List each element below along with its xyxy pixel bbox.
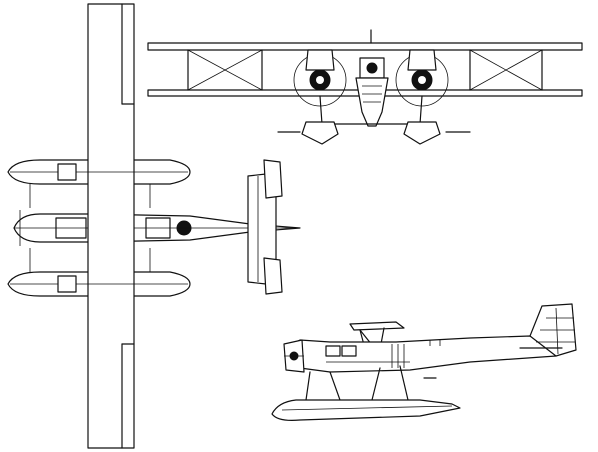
front-engine-right [395, 49, 449, 107]
plan-tailplane [247, 159, 283, 295]
side-view [271, 303, 577, 421]
side-fuselage-panel [391, 340, 441, 368]
side-windows [325, 345, 410, 363]
side-engine [283, 339, 305, 373]
front-struts [187, 49, 543, 91]
front-view [147, 29, 583, 145]
side-float-struts [305, 365, 409, 401]
front-upper-wing [147, 42, 583, 51]
side-float-chine [281, 405, 453, 411]
side-float [271, 399, 461, 421]
plan-fuselage [13, 210, 301, 246]
front-fuselage [355, 29, 389, 127]
side-tail-fin [519, 303, 577, 357]
side-upper-wing [349, 321, 405, 331]
front-engine-left [293, 49, 347, 107]
plan-wing [87, 3, 135, 449]
plan-view [7, 3, 301, 449]
front-floats [277, 95, 471, 145]
